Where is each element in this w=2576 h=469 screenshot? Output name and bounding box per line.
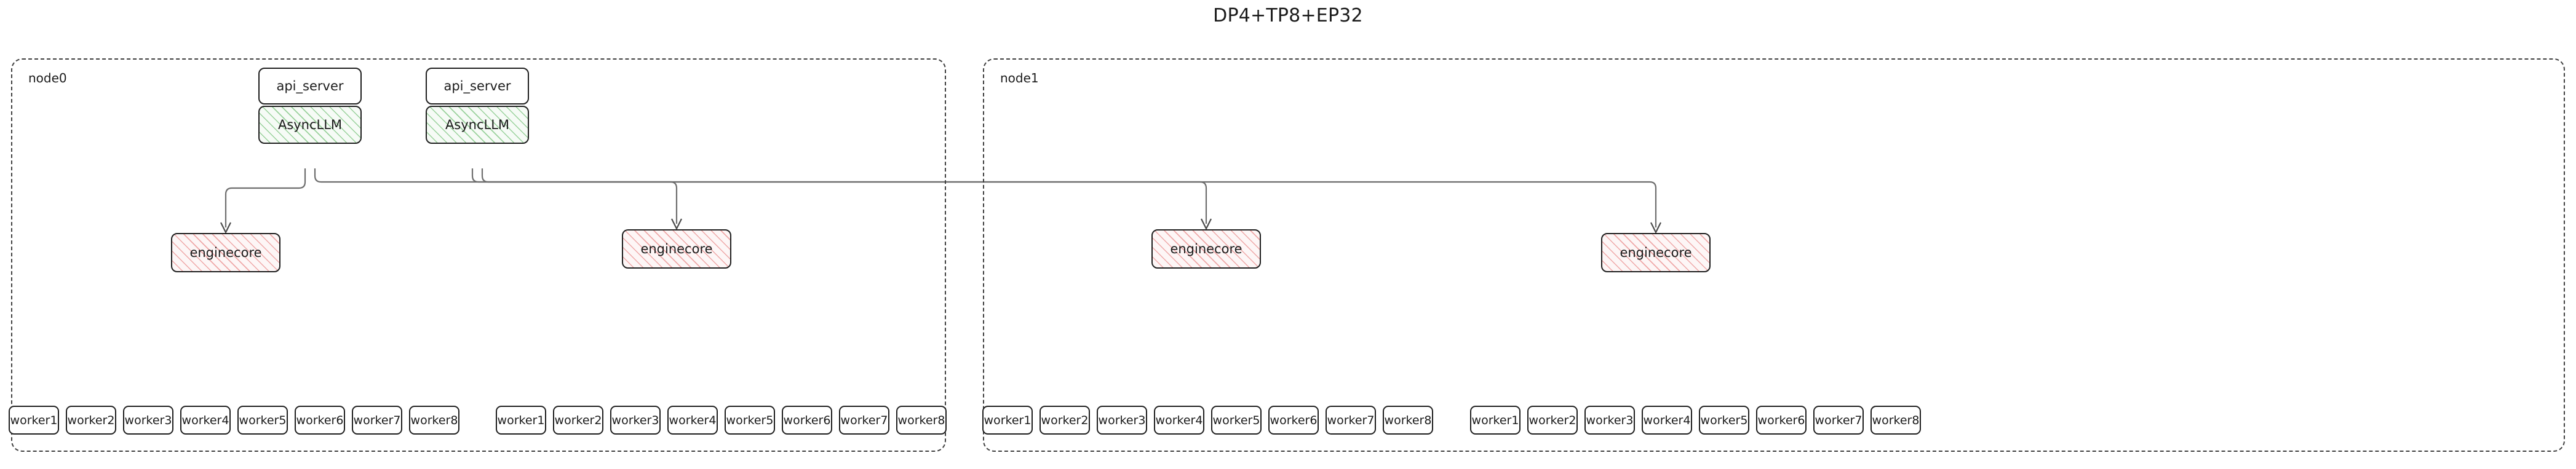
node-label: worker4	[1643, 413, 1691, 427]
node-label: worker4	[669, 413, 717, 427]
node-label: worker3	[1098, 413, 1146, 427]
node-asyncllm-0[interactable]: AsyncLLM	[258, 106, 362, 144]
node-worker[interactable]: worker7	[352, 406, 402, 435]
node-worker[interactable]: worker3	[123, 406, 173, 435]
node-label: worker2	[1529, 413, 1576, 427]
node-label: enginecore	[1620, 245, 1692, 260]
node-worker[interactable]: worker2	[66, 406, 116, 435]
node-label: worker8	[897, 413, 945, 427]
node-label: worker6	[783, 413, 831, 427]
node-worker[interactable]: worker2	[553, 406, 603, 435]
node-label: worker1	[10, 413, 58, 427]
node-worker[interactable]: worker4	[1154, 406, 1204, 435]
node-label: worker4	[181, 413, 229, 427]
node-worker[interactable]: worker5	[237, 406, 288, 435]
node-worker[interactable]: worker5	[1211, 406, 1262, 435]
node-label: worker2	[67, 413, 115, 427]
node-api-server-0[interactable]: api_server	[258, 68, 362, 104]
node-label: worker4	[1155, 413, 1203, 427]
node-worker[interactable]: worker1	[496, 406, 546, 435]
node-worker[interactable]: worker7	[1326, 406, 1376, 435]
node-label: worker6	[296, 413, 344, 427]
node-label: worker5	[1700, 413, 1748, 427]
node-label: worker8	[1872, 413, 1920, 427]
cluster-label-node0: node0	[28, 71, 67, 85]
node-worker[interactable]: worker6	[1756, 406, 1807, 435]
node-worker[interactable]: worker4	[1642, 406, 1692, 435]
node-enginecore-0[interactable]: enginecore	[171, 233, 280, 272]
node-label: worker8	[1384, 413, 1432, 427]
node-worker[interactable]: worker7	[839, 406, 889, 435]
node-worker[interactable]: worker2	[1040, 406, 1090, 435]
node-label: worker7	[1327, 413, 1375, 427]
node-worker[interactable]: worker8	[1383, 406, 1433, 435]
node-worker[interactable]: worker6	[782, 406, 832, 435]
node-worker[interactable]: worker4	[667, 406, 718, 435]
node-label: api_server	[276, 79, 344, 93]
node-label: AsyncLLM	[445, 117, 510, 132]
node-worker[interactable]: worker1	[982, 406, 1033, 435]
node-asyncllm-1[interactable]: AsyncLLM	[426, 106, 529, 144]
node-enginecore-3[interactable]: enginecore	[1601, 233, 1711, 272]
node-label: worker5	[1212, 413, 1260, 427]
node-api-server-1[interactable]: api_server	[426, 68, 529, 104]
node-worker[interactable]: worker2	[1527, 406, 1578, 435]
node-label: worker1	[497, 413, 545, 427]
cluster-node0: node0	[11, 58, 946, 452]
node-enginecore-1[interactable]: enginecore	[622, 229, 731, 269]
cluster-node1: node1	[983, 58, 2565, 452]
node-label: enginecore	[1170, 242, 1242, 256]
node-worker[interactable]: worker1	[9, 406, 59, 435]
node-label: worker7	[840, 413, 888, 427]
node-worker[interactable]: worker3	[1097, 406, 1147, 435]
node-label: enginecore	[189, 245, 262, 260]
node-label: worker5	[726, 413, 774, 427]
node-worker[interactable]: worker1	[1470, 406, 1521, 435]
node-worker[interactable]: worker3	[1584, 406, 1635, 435]
node-worker[interactable]: worker7	[1813, 406, 1864, 435]
node-label: worker2	[554, 413, 602, 427]
node-worker[interactable]: worker6	[295, 406, 345, 435]
node-label: worker5	[239, 413, 287, 427]
node-label: worker6	[1757, 413, 1805, 427]
node-label: worker6	[1270, 413, 1318, 427]
node-worker[interactable]: worker5	[725, 406, 775, 435]
node-worker[interactable]: worker3	[610, 406, 661, 435]
node-label: worker1	[1471, 413, 1519, 427]
node-label: worker7	[353, 413, 401, 427]
page-title: DP4+TP8+EP32	[1213, 5, 1363, 26]
node-label: api_server	[443, 79, 511, 93]
node-worker[interactable]: worker8	[896, 406, 947, 435]
node-label: worker7	[1815, 413, 1862, 427]
node-worker[interactable]: worker4	[180, 406, 231, 435]
node-label: worker3	[1586, 413, 1634, 427]
cluster-label-node1: node1	[1000, 71, 1039, 85]
node-worker[interactable]: worker8	[409, 406, 459, 435]
node-label: worker2	[1041, 413, 1089, 427]
node-worker[interactable]: worker6	[1268, 406, 1319, 435]
node-label: worker3	[611, 413, 659, 427]
node-label: worker1	[984, 413, 1032, 427]
node-label: worker8	[410, 413, 458, 427]
node-label: AsyncLLM	[277, 117, 343, 132]
node-enginecore-2[interactable]: enginecore	[1151, 229, 1261, 269]
node-label: enginecore	[640, 242, 713, 256]
node-worker[interactable]: worker5	[1699, 406, 1749, 435]
node-worker[interactable]: worker8	[1870, 406, 1921, 435]
node-label: worker3	[124, 413, 172, 427]
